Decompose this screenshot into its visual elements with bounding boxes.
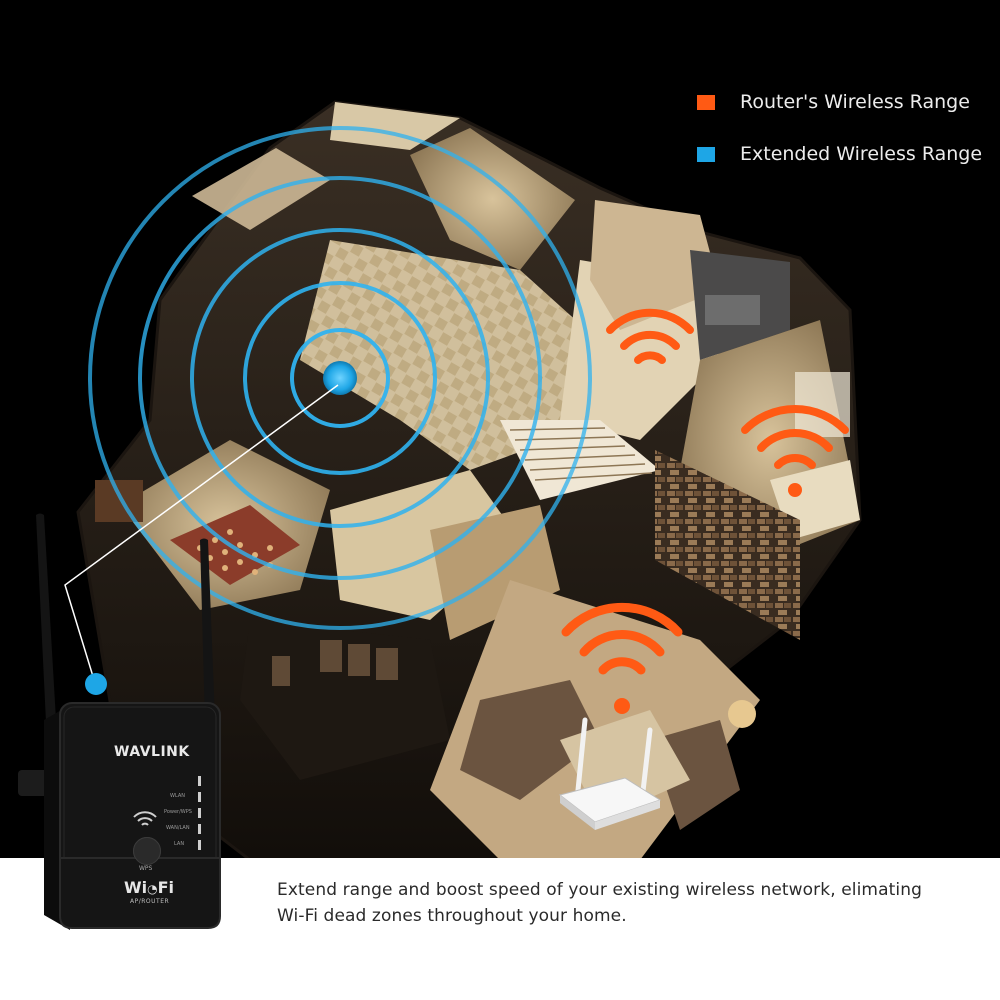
legend-swatch-orange: [697, 95, 715, 110]
lamp: [728, 700, 756, 728]
room-central-floor: [300, 240, 620, 470]
ripple-rings-icon: [88, 126, 592, 630]
caption-line-1: Extend range and boost speed of your exi…: [277, 880, 922, 900]
led-label-wanlan: WAN/LAN: [166, 825, 190, 831]
wifi-signal-icon: [741, 404, 849, 497]
legend-extended-label: Extended Wireless Range: [740, 143, 983, 165]
room-hallway-top: [330, 102, 460, 150]
sofa-right: [650, 720, 740, 830]
wps-button-front[interactable]: [133, 837, 161, 865]
rug-patterned: [170, 505, 300, 585]
room-bottom-middle: [330, 470, 520, 620]
wps-button-label-front: WPS: [139, 865, 153, 872]
room-kitchen: [410, 128, 575, 270]
connector-dot: [85, 673, 107, 695]
left-cabinet: [95, 480, 143, 522]
extender-body: [59, 702, 221, 860]
stone-wall: [655, 450, 800, 640]
extender-brand: WAVLINK: [114, 744, 190, 760]
antenna-left: [36, 513, 56, 722]
antenna-right: [200, 538, 215, 722]
led-label-lan: LAN: [174, 841, 185, 847]
room-top-left: [192, 148, 330, 230]
extender-center-dot: [323, 361, 357, 395]
logo-wifi-mark-front: ◔: [147, 882, 158, 896]
connector-line: [64, 384, 339, 684]
house-cutaway-scene: [18, 100, 862, 860]
logo-wi-front: Wi: [124, 878, 148, 897]
led-label-wlan: WLAN: [170, 793, 186, 799]
wifi-signal-icon: [606, 308, 694, 364]
led-label-power: Power/WPS: [164, 809, 192, 815]
caption-line-2: Wi-Fi dead zones throughout your home.: [277, 906, 627, 926]
main-router: [558, 717, 662, 830]
wifi-signal-icon: [561, 602, 683, 714]
sofa-lower: [460, 680, 600, 800]
bath-fixture: [705, 295, 760, 325]
extender-logo-sub-front: AP/ROUTER: [130, 898, 170, 905]
led-indicators: [198, 776, 202, 856]
room-upper-right: [590, 200, 720, 330]
extender-wifi-logo-front: Wi◔Fi: [124, 878, 174, 897]
bottom-windows: [272, 640, 398, 686]
logo-fi-front: Fi: [157, 878, 175, 897]
legend-router-label: Router's Wireless Range: [740, 91, 970, 113]
extender-wifi-icon: [133, 811, 157, 826]
wifi-extender-device: [18, 513, 221, 860]
legend-swatch-blue: [697, 147, 715, 162]
